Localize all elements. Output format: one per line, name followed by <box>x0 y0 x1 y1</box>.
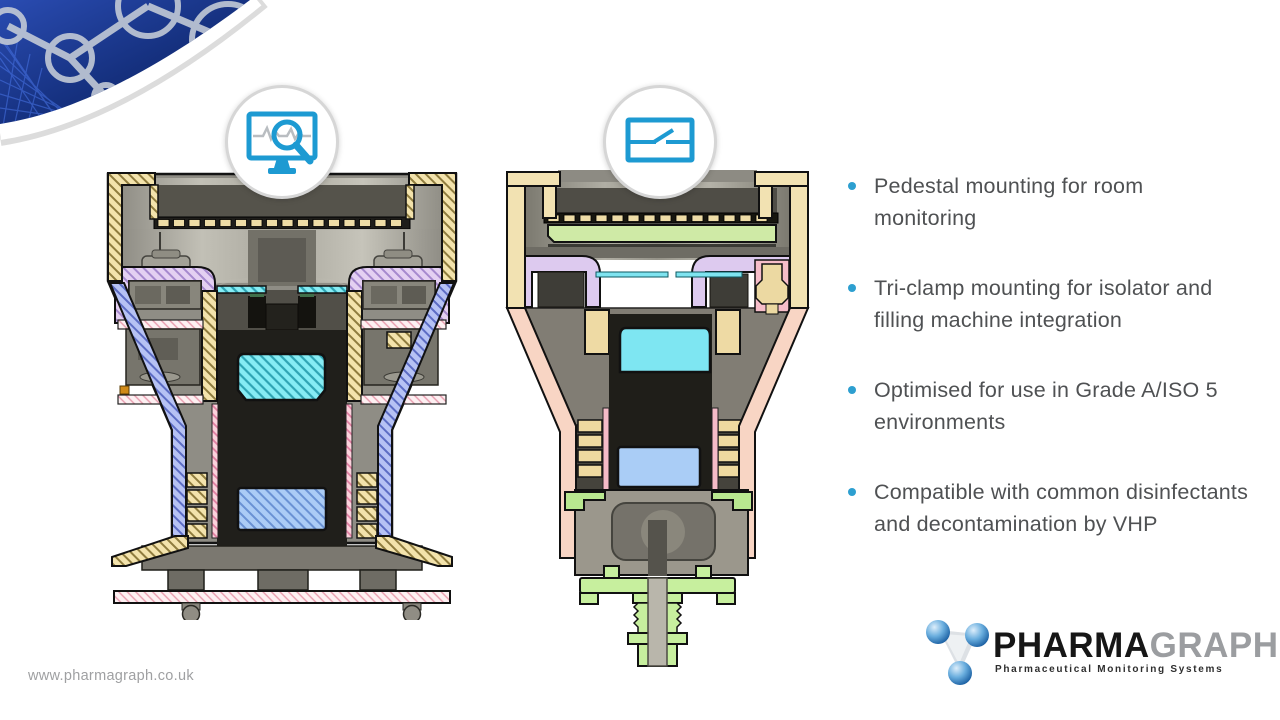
tri-clamp-flange <box>564 491 606 511</box>
blue-component <box>616 445 702 489</box>
purple-housing-right <box>348 266 450 405</box>
tri-clamp-unit-cross-section <box>505 170 810 667</box>
bullet-item: Pedestal mounting for room monitoring <box>845 170 1250 234</box>
base-plate <box>113 590 451 604</box>
monitor-search-icon <box>246 111 318 174</box>
switch-icon-badge <box>603 85 717 199</box>
monitoring-icon-badge <box>225 85 339 199</box>
pharmagraph-logo: PHARMAGRAPH Pharmaceutical Monitoring Sy… <box>905 598 1278 703</box>
logo-part-graph: GRAPH <box>1149 626 1279 665</box>
dashed-seal-strip <box>153 216 411 230</box>
cyan-component <box>618 326 712 374</box>
tan-stack <box>186 472 378 539</box>
filter-bar <box>547 224 777 243</box>
feature-bullet-list: Pedestal mounting for room monitoring Tr… <box>845 170 1250 578</box>
switch-icon <box>625 117 695 163</box>
bullet-item: Optimised for use in Grade A/ISO 5 envir… <box>845 374 1250 438</box>
logo-part-pharma: PHARMA <box>993 626 1150 665</box>
valve-assembly <box>754 259 790 315</box>
logo-spheres-icon <box>926 620 989 685</box>
bullet-item: Tri-clamp mounting for isolator and fill… <box>845 272 1250 336</box>
feet <box>181 602 422 620</box>
tri-clamp-flange <box>711 491 753 511</box>
purple-housing-left <box>114 266 216 405</box>
blue-component <box>236 486 328 532</box>
cyan-component <box>236 352 327 402</box>
logo-wordmark: PHARMAGRAPH <box>993 626 1279 666</box>
corner-decoration <box>0 0 268 146</box>
bullet-text: Compatible with common disinfectants and… <box>874 480 1249 536</box>
bullet-text: Tri-clamp mounting for isolator and fill… <box>874 276 1213 332</box>
bullet-text: Optimised for use in Grade A/ISO 5 envir… <box>874 378 1218 434</box>
logo-tagline: Pharmaceutical Monitoring Systems <box>995 664 1224 675</box>
website-url: www.pharmagraph.co.uk <box>28 668 194 684</box>
bullet-text: Pedestal mounting for room monitoring <box>874 174 1144 230</box>
pedestal-unit-cross-section <box>106 172 458 620</box>
bullet-item: Compatible with common disinfectants and… <box>845 476 1250 540</box>
